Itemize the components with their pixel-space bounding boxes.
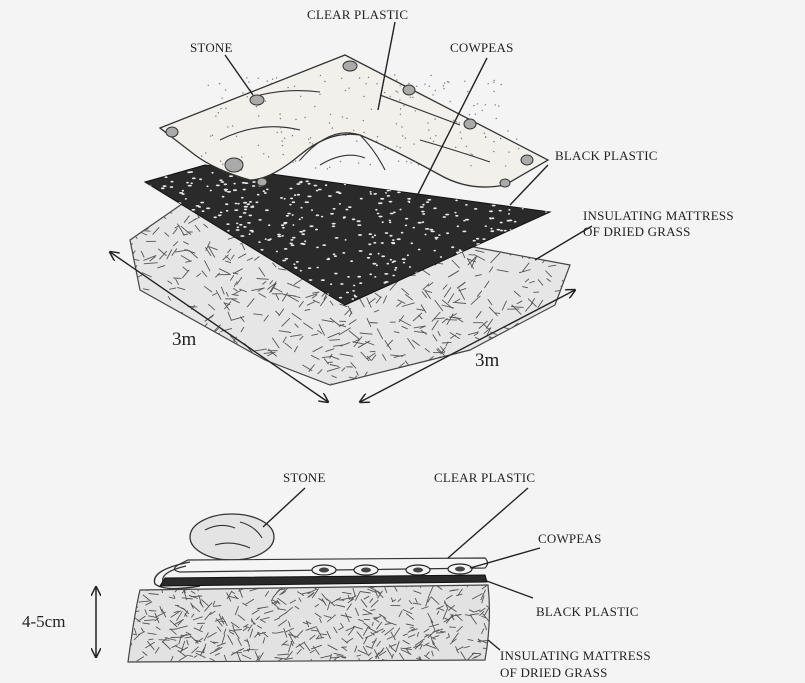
section-label-black-plastic: BLACK PLASTIC (536, 604, 639, 619)
dimension-left: 3m (172, 329, 197, 350)
clear-plastic-sheet (160, 55, 548, 187)
label-mattress-line1: INSULATING MATTRESS (583, 208, 734, 223)
section-label-clear-plastic: CLEAR PLASTIC (434, 470, 535, 485)
section-label-cowpeas: COWPEAS (538, 531, 602, 546)
section-label-stone: STONE (283, 470, 326, 485)
label-clear-plastic: CLEAR PLASTIC (307, 7, 408, 22)
cross-section (125, 514, 498, 671)
dimension-right: 3m (475, 350, 500, 371)
label-cowpeas: COWPEAS (450, 40, 514, 55)
section-label-mattress-line2: OF DRIED GRASS (500, 665, 608, 680)
label-mattress-line2: OF DRIED GRASS (583, 224, 691, 239)
section-label-mattress-line1: INSULATING MATTRESS (500, 648, 651, 663)
label-black-plastic: BLACK PLASTIC (555, 148, 658, 163)
label-stone: STONE (190, 40, 233, 55)
thickness-label: 4-5cm (22, 612, 65, 631)
